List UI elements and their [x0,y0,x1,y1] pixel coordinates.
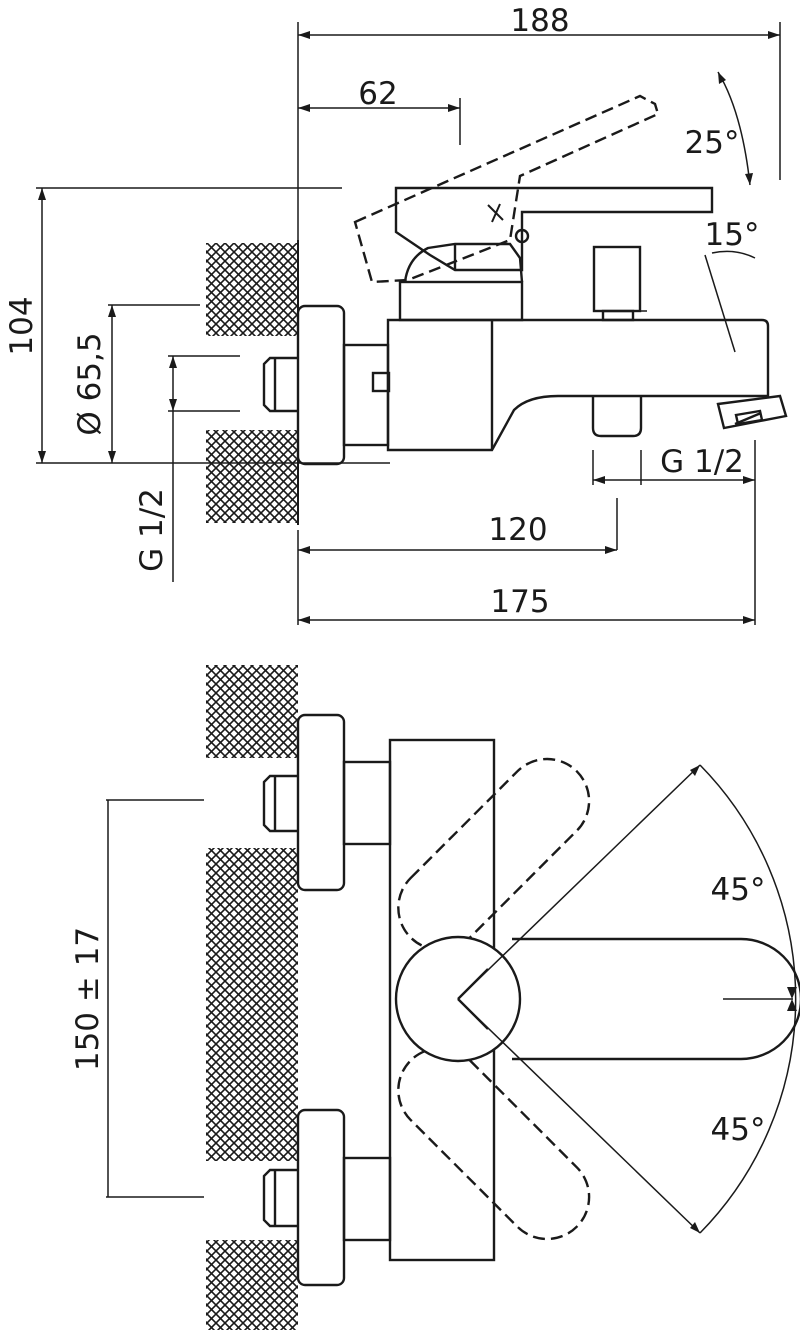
eccentric-connector [262,304,391,466]
dim-handle-swing-lower: 45° [711,1112,766,1148]
wall-hatch-top [206,665,298,758]
dim-centers: 150 ± 17 [70,927,106,1071]
dim-outlet-thread: G 1/2 [660,444,744,480]
mixer-body [386,186,770,452]
dim-handle-tilt: 25° [685,125,740,161]
dim-handle-offset: 62 [358,76,397,112]
top-view: 150 ± 17 45° 45° [70,665,800,1330]
wall-hatch-middle [206,848,298,1161]
handle-position-lower [397,1047,591,1241]
dim-outlet-distance: 120 [488,512,547,548]
dimension-arrowheads [38,31,780,624]
handle-tilted-outline [353,94,660,284]
wall-hatch-bottom [206,1240,298,1330]
wall-hatch-upper [206,243,298,336]
handle-center-mark [487,203,504,223]
dim-body-length: 175 [490,584,549,620]
wall-hatch-lower [206,430,298,523]
dim-overall-width: 188 [510,3,569,39]
dim-inlet-thread: G 1/2 [134,488,170,572]
handle-position-upper [397,757,591,951]
top-view-arrowheads [690,765,797,1233]
side-view: 188 62 25° 15° 104 Ø 65,5 G 1/2 G 1/2 12… [4,3,788,625]
outlet-nipple [591,396,643,438]
dim-flange-diameter: Ø 65,5 [72,332,108,435]
diverter-knob [592,245,642,322]
dim-handle-swing-upper: 45° [711,872,766,908]
dim-spout-angle: 15° [705,217,760,253]
spout-aerator [716,394,788,430]
dim-height: 104 [4,296,40,355]
